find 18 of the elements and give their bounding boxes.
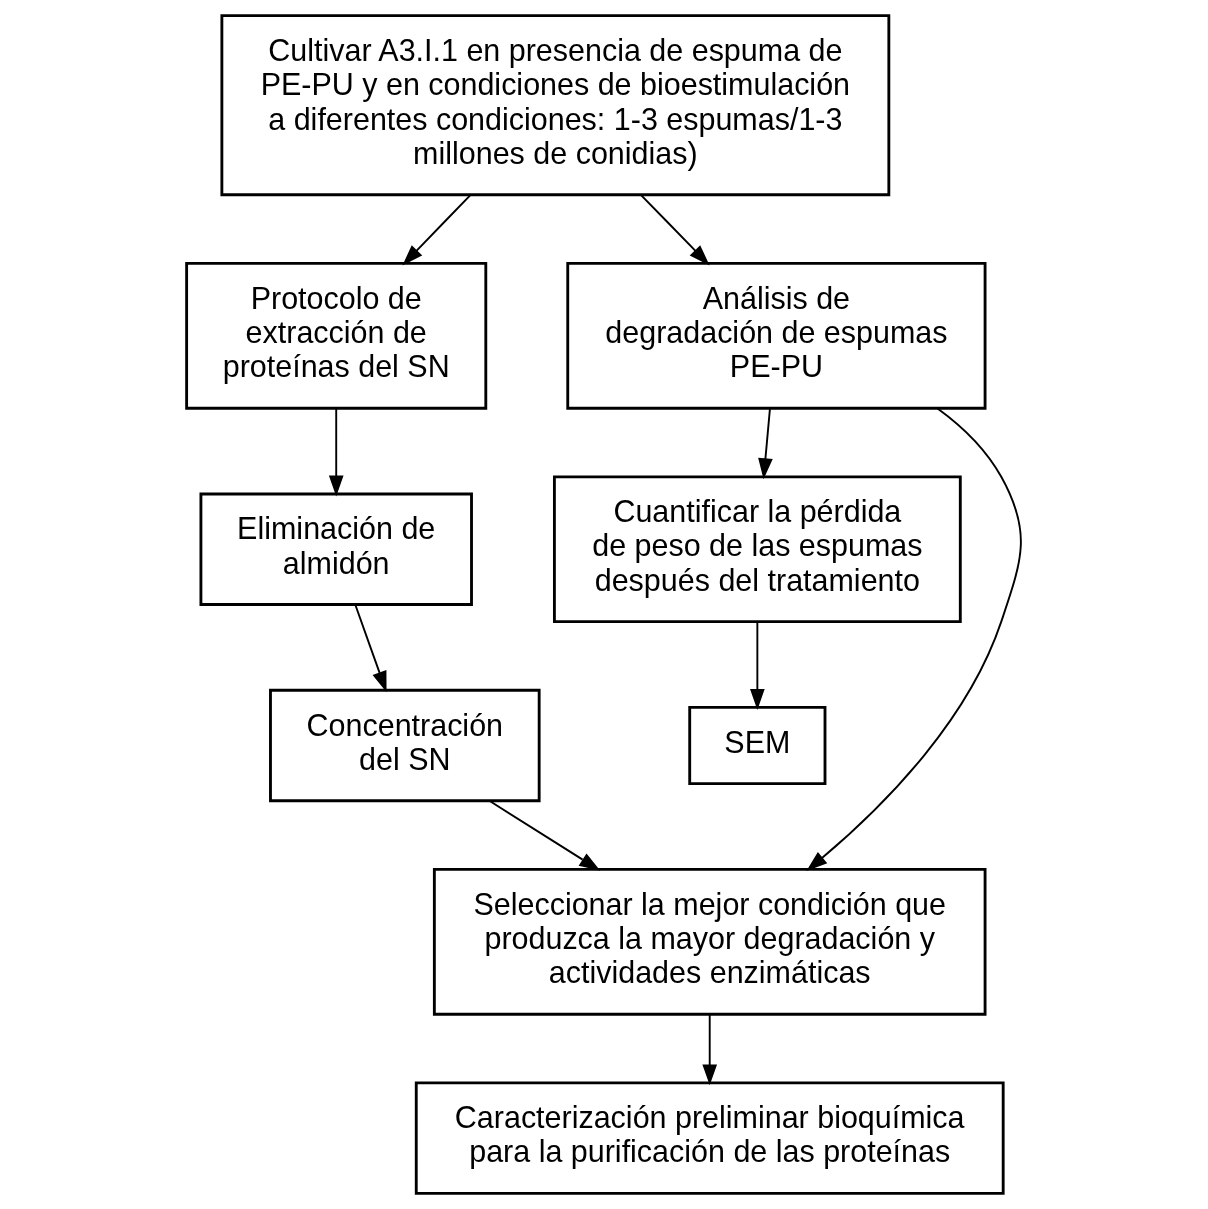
node-box: Seleccionar la mejor condición que produzca la mayor degradación y actividades enzimáticas xyxy=(432,867,987,1016)
arrow xyxy=(639,193,710,266)
node-box: Protocolo de extracción de proteínas del SN xyxy=(185,261,488,410)
node-box: Cultivar A3.I.1 en presencia de espuma de PE-PU y en condiciones de bioestimulación a diferentes condiciones: 1-3 espumas/1-3 millones de conidias) xyxy=(220,14,891,197)
arrow xyxy=(328,407,344,497)
node-box: Eliminación de almidón xyxy=(199,492,473,606)
arrow xyxy=(488,800,601,871)
arrow xyxy=(806,407,1022,872)
node-box: Concentración del SN xyxy=(269,688,541,803)
arrow xyxy=(702,1013,718,1086)
arrow xyxy=(354,603,387,693)
node-box: Cuantificar la pérdida de peso de las espumas después del tratamiento xyxy=(553,475,962,624)
arrow xyxy=(750,620,765,710)
node-box: Caracterización preliminar bioquímica para la purificación de las proteínas xyxy=(414,1081,1005,1195)
node-box: SEM xyxy=(688,705,827,786)
arrow xyxy=(758,407,773,480)
arrow xyxy=(402,193,472,266)
node-box: Análisis de degradación de espumas PE-PU xyxy=(566,261,987,410)
